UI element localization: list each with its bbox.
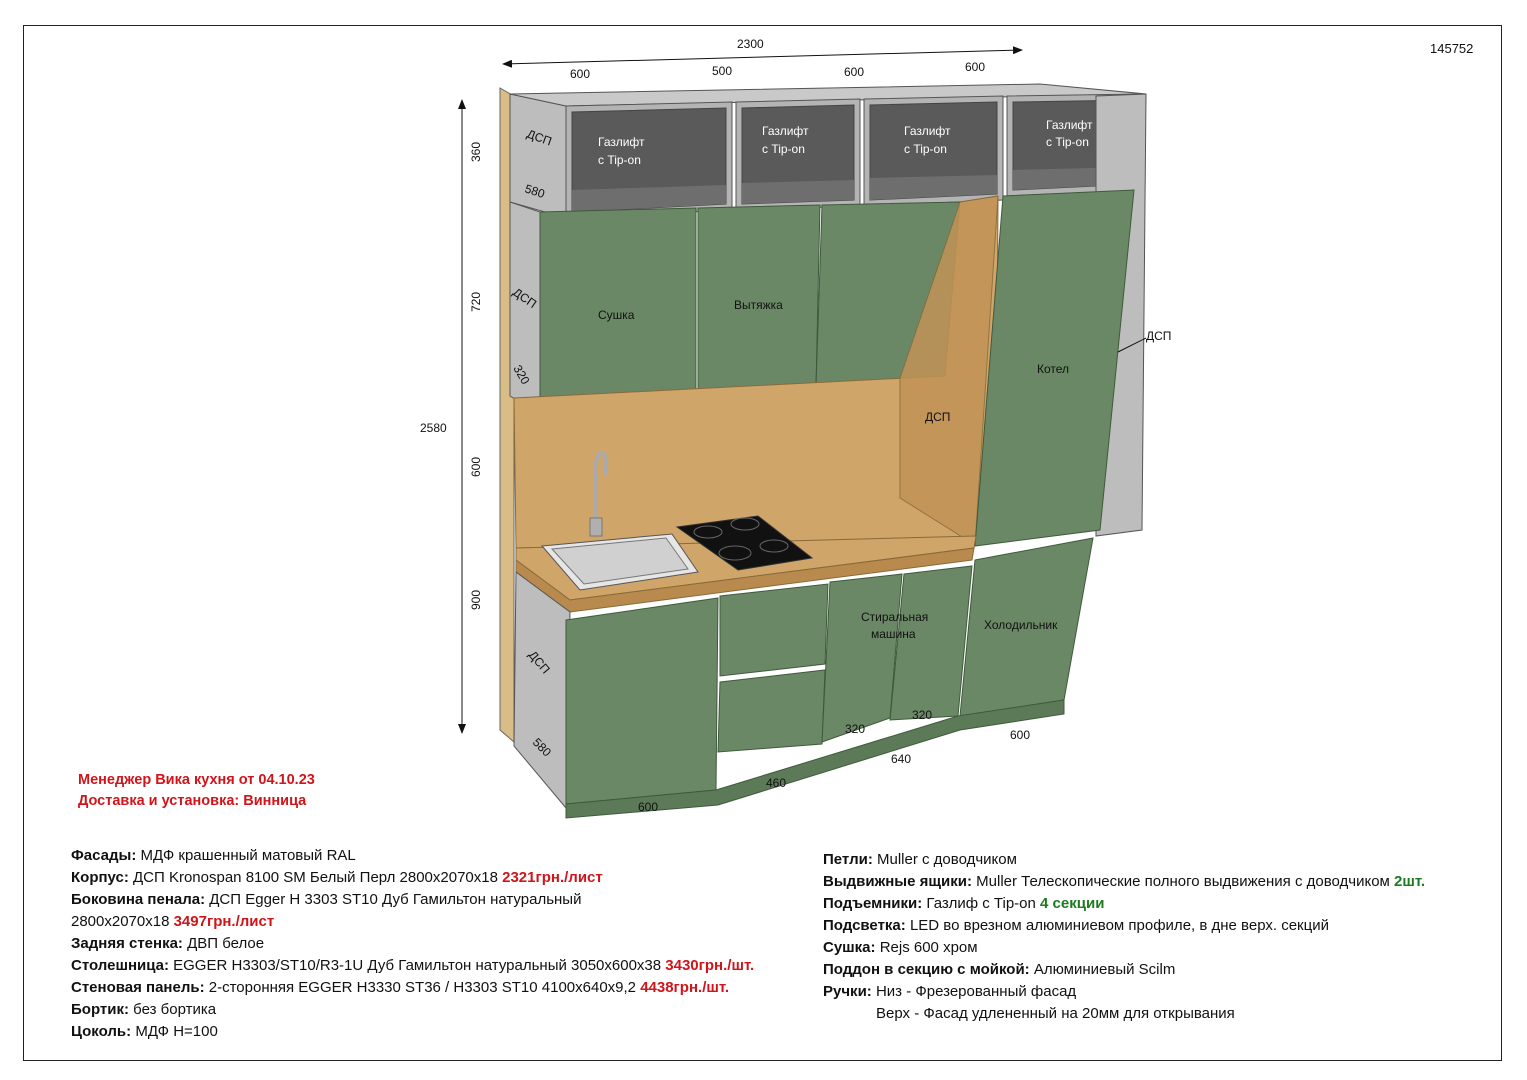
dim-height-900: 900 [469,590,483,610]
boiler-facade [974,189,1135,547]
spec-facades: Фасады: МДФ крашенный матовый RAL [71,847,356,864]
label-washer-1: Стиральная [861,610,928,624]
spec-edge: Бортик: без бортика [71,1001,217,1018]
label-boiler: Котел [1037,362,1069,376]
label-gaslift-4: Газлифт [1046,118,1093,132]
drawing-frame [23,25,1502,1061]
sink [540,450,699,591]
dim-bottom-600-left: 600 [638,800,658,814]
spec-back-wall: Задняя стенка: ДВП белое [71,935,265,952]
dim-top-width-4: 600 [965,60,985,74]
dim-total-width: 2300 [737,37,764,51]
dim-door-320-b: 320 [912,708,932,722]
dim-top-width-3: 600 [844,65,864,79]
spec-body: Корпус: ДСП Kronospan 8100 SM Белый Перл… [71,869,603,886]
dim-door-320-a: 320 [845,722,865,736]
label-tipon-4: с Tip-on [1046,135,1089,149]
spec-drawers: Выдвижные ящики: Muller Телескопические … [823,873,1426,890]
dim-height-360: 360 [469,142,483,162]
spec-side-panel-size: 2800х2070х18 3497грн./лист [71,913,275,930]
spec-dryer: Сушка: Rejs 600 хром [823,939,978,956]
dim-bottom-640: 640 [891,752,911,766]
spec-sink-tray: Поддон в секцию с мойкой: Алюминиевый Sc… [823,961,1176,978]
niche-side [899,195,999,546]
label-tipon-3: с Tip-on [904,142,947,156]
base-carcass-side [513,571,571,810]
dim-bottom-460: 460 [766,776,786,790]
dim-height-600: 600 [469,457,483,477]
label-hood: Вытяжка [734,298,783,312]
manager-note: Менеджер Вика кухня от 04.10.23 Доставка… [78,770,315,812]
label-dsp-niche: ДСП [925,410,950,424]
label-drying: Сушка [598,308,635,322]
dim-height-720: 720 [469,292,483,312]
specs-left: Фасады: МДФ крашенный матовый RAL Корпус… [71,845,811,1043]
spec-lighting: Подсветка: LED во врезном алюминиевом пр… [823,917,1329,934]
label-gaslift-1: Газлифт [598,135,645,149]
label-washer-2: машина [871,627,916,641]
label-gaslift-3: Газлифт [904,124,951,138]
spec-lifts: Подъемники: Газлиф с Tip-on 4 секции [823,895,1105,912]
label-gaslift-2: Газлифт [762,124,809,138]
dim-total-height: 2580 [420,421,447,435]
spec-plinth: Цоколь: МДФ Н=100 [71,1023,218,1040]
specs-right: Петли: Muller с доводчиком Выдвижные ящи… [823,849,1503,1025]
dim-depth-upper-top: 580 [523,182,547,202]
spec-wall-panel: Стеновая панель: 2-сторонняя EGGER H3330… [71,979,730,996]
spec-hinges: Петли: Muller с доводчиком [823,851,1017,868]
spec-side-panel: Боковина пенала: ДСП Egger H 3303 ST10 Д… [71,891,582,908]
cooktop [675,515,814,571]
manager-line-1: Менеджер Вика кухня от 04.10.23 [78,772,315,788]
label-fridge: Холодильник [984,618,1058,632]
label-tipon-1: с Tip-on [598,153,641,167]
label-dsp-column: ДСП [1146,329,1171,343]
dim-top-width-1: 600 [570,67,590,81]
spec-countertop: Столешница: EGGER H3303/ST10/R3-1U Дуб Г… [71,957,755,974]
base-facades [565,537,1094,805]
label-tipon-2: с Tip-on [762,142,805,156]
order-number: 145752 [1430,41,1474,56]
plinth [565,699,1065,819]
manager-line-2: Доставка и установка: Винница [78,793,307,809]
spec-handles: Ручки: Низ - Фрезерованный фасад [823,983,1077,1000]
dim-bottom-600-right: 600 [1010,728,1030,742]
spec-handles-upper: Верх - Фасад удлененный на 20мм для откр… [876,1005,1235,1022]
dim-top-width-2: 500 [712,64,732,78]
